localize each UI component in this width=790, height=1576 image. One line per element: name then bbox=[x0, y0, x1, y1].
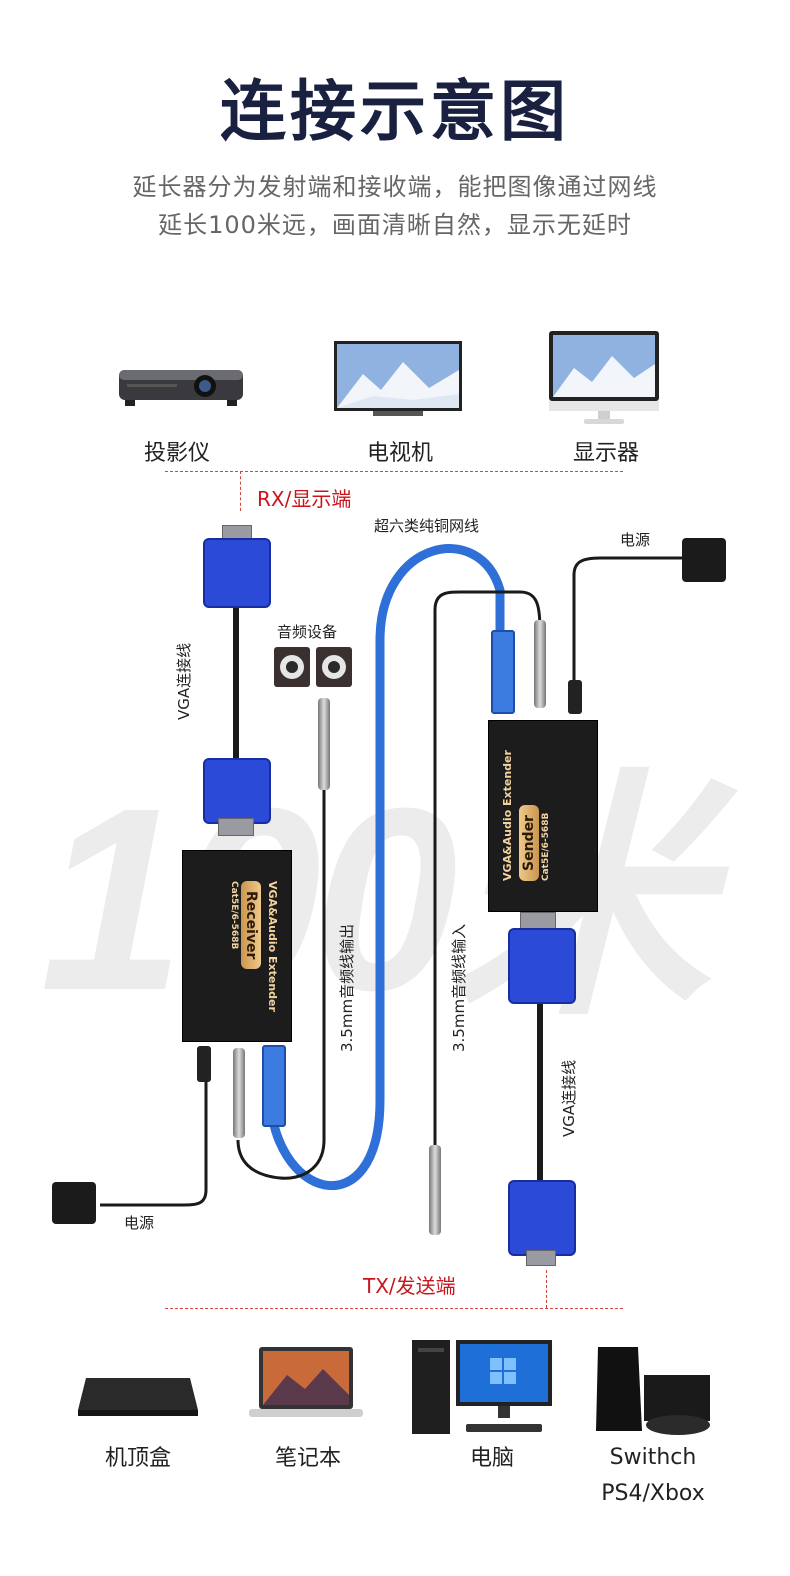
set-top-box-icon bbox=[76, 1370, 200, 1420]
vga-connector-metal-rx-bottom bbox=[218, 818, 254, 836]
audio-out-label: 3.5mm音频线输出 bbox=[338, 923, 356, 1052]
audio-jack-rx-top-icon bbox=[318, 698, 330, 790]
power-adapter-rx-icon bbox=[52, 1182, 96, 1224]
vga-plug-rx-bottom-icon bbox=[203, 758, 271, 824]
audio-jack-tx-icon bbox=[534, 620, 546, 708]
watermark-100m: 100米 bbox=[40, 755, 710, 1045]
audio-jack-tx-bottom-icon bbox=[429, 1145, 441, 1235]
cable-label: 超六类纯铜网线 bbox=[374, 517, 480, 535]
audio-in-label: 3.5mm音频线输入 bbox=[450, 923, 468, 1052]
speakers-icon bbox=[272, 645, 356, 689]
game-console-icon bbox=[594, 1345, 716, 1437]
rx-label: RX/显示端 bbox=[257, 487, 352, 511]
audio-jack-rx-icon bbox=[233, 1048, 245, 1138]
power-adapter-tx-icon bbox=[682, 538, 726, 582]
vga-plug-tx-bottom-icon bbox=[508, 1180, 576, 1256]
tv-label: 电视机 bbox=[366, 441, 433, 466]
tv-icon bbox=[333, 340, 463, 418]
rx-divider bbox=[165, 471, 623, 472]
set-top-box-label: 机顶盒 bbox=[104, 1446, 171, 1471]
page-title: 连接示意图 bbox=[220, 73, 570, 150]
receiver-badge: Receiver bbox=[241, 881, 261, 970]
tx-divider bbox=[165, 1308, 623, 1309]
receiver-line-2: Cat5E/6-568B bbox=[229, 881, 239, 950]
laptop-icon bbox=[247, 1345, 365, 1421]
vga-plug-tx-top-icon bbox=[508, 928, 576, 1004]
game-console-label: Swithch PS4/Xbox bbox=[601, 1445, 705, 1506]
sender-line-2: Cat5E/6-568B bbox=[541, 812, 551, 881]
monitor-icon bbox=[548, 330, 660, 426]
tx-divider-tick bbox=[546, 1270, 547, 1308]
power-plug-rx-icon bbox=[197, 1046, 211, 1082]
power-label-rx-side: 电源 bbox=[620, 531, 651, 549]
sender-badge: Sender bbox=[519, 805, 539, 881]
power-label-tx-side: 电源 bbox=[124, 1214, 155, 1232]
receiver-line-1: VGA&Audio Extender bbox=[266, 881, 279, 1012]
rj45-plug-rx-icon bbox=[262, 1045, 286, 1127]
sender-box: VGA&Audio Extender Sender Cat5E/6-568B bbox=[488, 720, 598, 912]
vga-cable-label-tx: VGA连接线 bbox=[560, 1059, 578, 1137]
projector-label: 投影仪 bbox=[143, 441, 210, 466]
vga-connector-metal-tx-bottom bbox=[526, 1250, 556, 1266]
subtitle-line-1: 延长器分为发射端和接收端，能把图像通过网线 bbox=[132, 173, 658, 201]
sender-line-1: VGA&Audio Extender bbox=[501, 750, 514, 881]
rx-divider-tick bbox=[240, 471, 241, 511]
vga-cable-label-rx: VGA连接线 bbox=[175, 642, 193, 720]
monitor-label: 显示器 bbox=[572, 441, 639, 466]
tx-label: TX/发送端 bbox=[363, 1274, 456, 1298]
desktop-pc-label: 电脑 bbox=[469, 1446, 514, 1471]
receiver-box: VGA&Audio Extender Receiver Cat5E/6-568B bbox=[182, 850, 292, 1042]
subtitle-line-2: 延长100米远，画面清晰自然，显示无延时 bbox=[158, 211, 632, 239]
desktop-pc-icon bbox=[410, 1338, 556, 1436]
audio-device-label: 音频设备 bbox=[277, 623, 338, 641]
rj45-plug-tx-icon bbox=[491, 630, 515, 714]
projector-icon bbox=[117, 366, 245, 408]
vga-plug-rx-top-icon bbox=[203, 538, 271, 608]
laptop-label: 笔记本 bbox=[274, 1446, 341, 1471]
power-plug-tx-icon bbox=[568, 680, 582, 714]
